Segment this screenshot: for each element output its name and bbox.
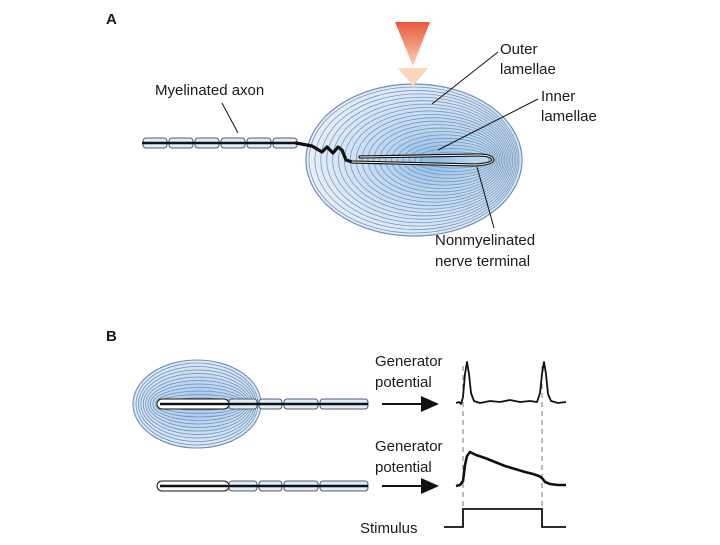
lamella-ring: [326, 96, 515, 224]
panel-b-letter: B: [106, 328, 117, 345]
lamella-ring: [332, 100, 514, 220]
trace-stimulus: [444, 508, 566, 528]
myelinated-axon-b-top: [156, 398, 369, 410]
lamella-ring: [320, 93, 517, 227]
label-generator-potential-bottom-1: Generator: [375, 438, 443, 455]
lamella-ring: [385, 131, 499, 189]
lamella-ring: [391, 134, 498, 186]
lamella-ring: [308, 86, 520, 234]
leader-outer-lamellae: [431, 51, 499, 105]
lamella-ring: [314, 90, 518, 230]
panel-a-letter: A: [106, 11, 117, 28]
lamella-ring: [355, 113, 507, 207]
label-inner-lamellae-2: lamellae: [541, 108, 597, 125]
leader-nerve-terminal: [476, 166, 495, 229]
lamella-ring: [367, 120, 504, 200]
label-nerve-terminal-1: Nonmyelinated: [435, 232, 535, 249]
trace-generator-potential-bottom: [455, 450, 566, 488]
label-nerve-terminal-2: nerve terminal: [435, 253, 530, 270]
lamella-ring: [361, 117, 506, 203]
panel-b: B Generator potential Generator potentia…: [106, 328, 567, 537]
panel-a: A Myelinated axon Outer lamellae Inner l…: [106, 11, 597, 270]
lamella-ring: [379, 127, 501, 193]
lamella-ring: [338, 103, 512, 217]
leader-myelinated-axon: [221, 102, 239, 134]
label-outer-lamellae-2: lamellae: [500, 61, 556, 78]
label-generator-potential-top-1: Generator: [375, 353, 443, 370]
lamella-ring: [373, 124, 503, 196]
nerve-terminal-core: [351, 154, 494, 166]
myelinated-axon-a: [142, 137, 298, 149]
label-outer-lamellae-1: Outer: [500, 41, 538, 58]
myelinated-axon-b-bottom: [156, 480, 369, 492]
label-myelinated-axon: Myelinated axon: [155, 82, 264, 99]
trace-generator-potential-top: [455, 361, 567, 405]
lamella-ring: [420, 151, 490, 169]
lamella-ring: [397, 137, 496, 183]
label-inner-lamellae-1: Inner: [541, 88, 575, 105]
leader-inner-lamellae: [437, 98, 539, 151]
lamella-ring: [414, 148, 491, 172]
stimulus-arrow-icon: [395, 22, 430, 86]
label-generator-potential-top-2: potential: [375, 374, 432, 391]
label-stimulus: Stimulus: [360, 520, 418, 537]
label-generator-potential-bottom-2: potential: [375, 459, 432, 476]
